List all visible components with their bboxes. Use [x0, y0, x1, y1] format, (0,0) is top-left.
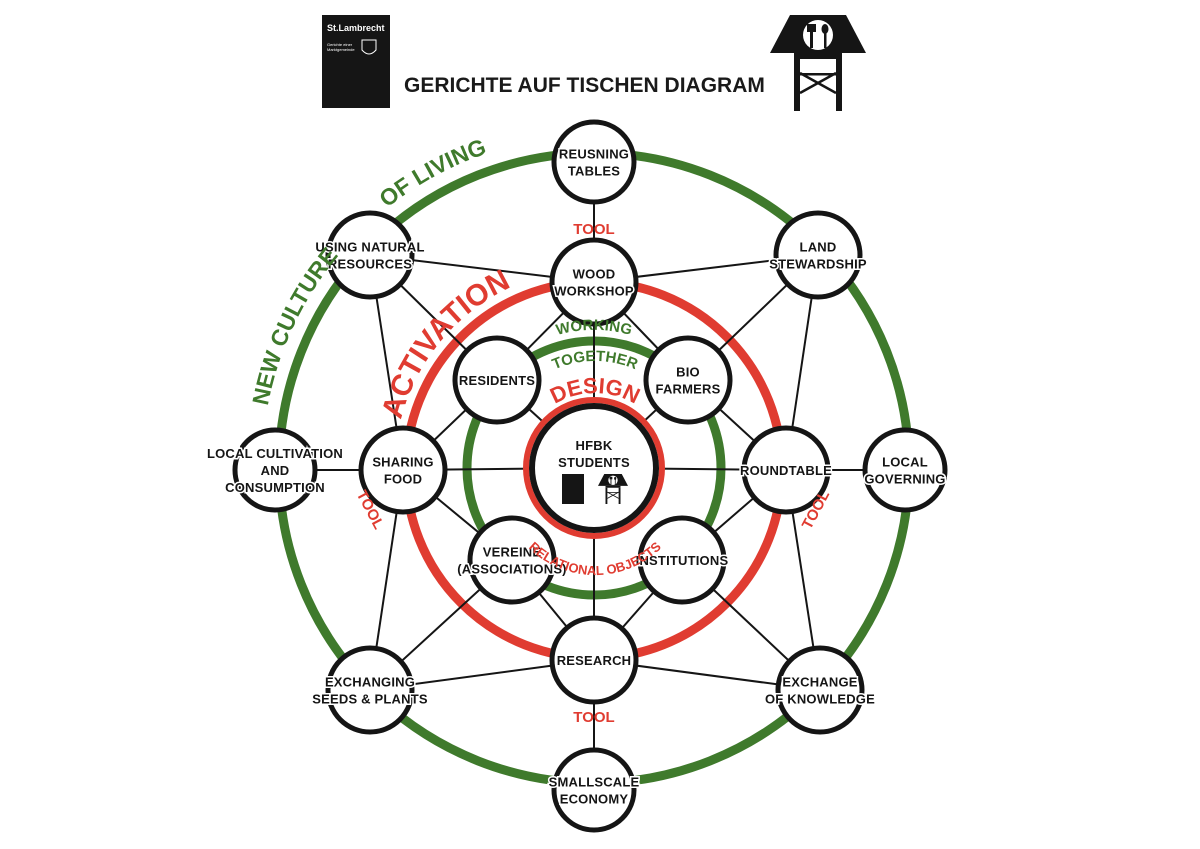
- node-label-line: SHARING: [372, 455, 433, 470]
- node-label-line: USING NATURAL: [315, 240, 424, 255]
- node-label: INSTITUTIONS: [636, 553, 729, 568]
- node-label: RESEARCH: [557, 653, 632, 668]
- node-circle: [862, 427, 948, 513]
- ring-label-together: TOGETHER: [550, 348, 640, 373]
- node-label-line: ROUNDTABLE: [740, 463, 832, 478]
- node-circle: [551, 747, 637, 833]
- mini-st-lambrecht-logo: [562, 474, 584, 504]
- node-localgov[interactable]: LOCAL GOVERNING: [862, 427, 948, 513]
- node-label: LOCAL GOVERNING: [864, 455, 945, 487]
- node-label-line: GOVERNING: [864, 472, 945, 487]
- node-localcult[interactable]: LOCAL CULTIVATION AND CONSUMPTION: [205, 427, 344, 513]
- node-label: SMALLSCALE ECONOMY: [549, 775, 640, 807]
- node-label-line: FARMERS: [656, 382, 721, 397]
- node-label-line: LAND: [800, 240, 837, 255]
- node-label: LOCAL CULTIVATION AND CONSUMPTION: [207, 446, 343, 495]
- node-label-line: (ASSOCIATIONS): [457, 562, 566, 577]
- node-label-line: TABLES: [568, 164, 620, 179]
- node-label-line: WORKSHOP: [554, 284, 634, 299]
- node-reusning[interactable]: REUSNING TABLES: [551, 119, 637, 205]
- node-circle: [549, 615, 639, 705]
- ring-label-working: WORKING: [554, 317, 633, 339]
- node-roundtable[interactable]: ROUNDTABLE: [738, 425, 833, 515]
- node-label-line: AND: [261, 463, 290, 478]
- node-label: BIO FARMERS: [656, 365, 721, 397]
- tool-label-bottom: TOOL: [573, 709, 614, 726]
- node-label-line: HFBK: [576, 438, 613, 453]
- node-label: WOOD WORKSHOP: [554, 267, 634, 299]
- logo-name: St.Lambrecht: [327, 23, 385, 33]
- node-label-line: STUDENTS: [558, 455, 630, 470]
- node-circle: [741, 425, 831, 515]
- design-ring: [523, 397, 665, 539]
- tool-label-top: TOOL: [573, 221, 614, 238]
- node-institutions[interactable]: INSTITUTIONS: [634, 515, 730, 605]
- node-wood[interactable]: WOOD WORKSHOP: [549, 237, 639, 327]
- node-sharing[interactable]: SHARING FOOD: [358, 425, 448, 515]
- node-label-line: INSTITUTIONS: [636, 553, 729, 568]
- page-title: GERICHTE AUF TISCHEN DIAGRAM: [404, 74, 765, 97]
- node-using[interactable]: USING NATURAL RESOURCES: [314, 210, 426, 300]
- node-label-line: LOCAL: [882, 455, 928, 470]
- node-circle: [643, 335, 733, 425]
- node-label: EXCHANGING SEEDS & PLANTS: [312, 675, 428, 707]
- nodes: HFBK STUDENTS REUSNING TABLES USING NATURAL R…: [205, 119, 948, 833]
- node-label: EXCHANGE OF KNOWLEDGE: [765, 675, 875, 707]
- node-circle: [637, 515, 727, 605]
- node-label-line: RESOURCES: [328, 257, 412, 272]
- node-circle: [773, 210, 863, 300]
- node-label-line: ECONOMY: [560, 792, 629, 807]
- node-circle: [325, 210, 415, 300]
- node-label-line: VEREINE: [483, 545, 542, 560]
- node-label-line: EXCHANGE: [782, 675, 857, 690]
- node-circle: [467, 515, 557, 605]
- node-label-line: SMALLSCALE: [549, 775, 640, 790]
- node-label: SHARING FOOD: [372, 455, 433, 487]
- node-label: LAND STEWARDSHIP: [769, 240, 867, 272]
- logo-subtitle-2: Marktgemeinde: [327, 47, 355, 52]
- node-seeds[interactable]: EXCHANGING SEEDS & PLANTS: [311, 645, 429, 735]
- node-label-line: FOOD: [384, 472, 422, 487]
- node-bio[interactable]: BIO FARMERS: [643, 335, 733, 425]
- node-residents[interactable]: RESIDENTS: [452, 335, 542, 425]
- node-label-line: RESEARCH: [557, 653, 632, 668]
- node-label: USING NATURAL RESOURCES: [315, 240, 424, 272]
- node-circle: [452, 335, 542, 425]
- node-label: RESIDENTS: [459, 373, 535, 388]
- node-circle: [549, 237, 639, 327]
- node-research[interactable]: RESEARCH: [549, 615, 639, 705]
- node-label-line: RESIDENTS: [459, 373, 535, 388]
- node-label-line: OF KNOWLEDGE: [765, 692, 875, 707]
- node-circle: [232, 427, 318, 513]
- node-label: ROUNDTABLE: [740, 463, 832, 478]
- table-with-plate-icon: [770, 15, 866, 111]
- node-label-line: SEEDS & PLANTS: [312, 692, 428, 707]
- node-label-line: CONSUMPTION: [225, 480, 325, 495]
- node-circle: [551, 119, 637, 205]
- node-circle: [358, 425, 448, 515]
- node-smallscale[interactable]: SMALLSCALE ECONOMY: [547, 747, 641, 833]
- node-circle: [325, 645, 415, 735]
- coat-of-arms-icon: [361, 39, 377, 55]
- node-label: VEREINE (ASSOCIATIONS): [457, 545, 566, 577]
- st-lambrecht-logo: St.Lambrecht Gerichte einer Marktgemeind…: [322, 15, 390, 108]
- node-vereine[interactable]: VEREINE (ASSOCIATIONS): [456, 515, 568, 605]
- node-land[interactable]: LAND STEWARDSHIP: [768, 210, 868, 300]
- node-label: REUSNING TABLES: [559, 147, 629, 179]
- node-label-line: LOCAL CULTIVATION: [207, 446, 343, 461]
- node-label: HFBK STUDENTS: [558, 438, 630, 470]
- node-label-line: WOOD: [573, 267, 616, 282]
- node-label-line: BIO: [676, 365, 700, 380]
- node-label-line: STEWARDSHIP: [769, 257, 867, 272]
- node-label-line: REUSNING: [559, 147, 629, 162]
- node-circle: [775, 645, 865, 735]
- node-label-line: EXCHANGING: [325, 675, 415, 690]
- node-knowledge[interactable]: EXCHANGE OF KNOWLEDGE: [763, 645, 876, 735]
- logo-subtitle-1: Gerichte einer: [327, 42, 353, 47]
- node-center[interactable]: HFBK STUDENTS: [523, 397, 665, 539]
